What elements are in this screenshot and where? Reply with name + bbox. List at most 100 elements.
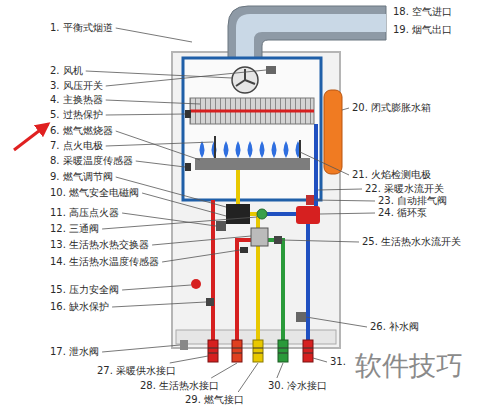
callout-label: 17. 泄水阀 xyxy=(50,346,99,358)
callout-label: 31. xyxy=(330,356,346,368)
callout-label: 19. 烟气出口 xyxy=(393,24,452,36)
callout-label: 28. 生活热水接口 xyxy=(140,380,219,392)
leader-line xyxy=(282,240,359,242)
callout-label: 9. 燃气调节阀 xyxy=(50,171,113,183)
callout-label: 18. 空气进口 xyxy=(393,6,452,18)
pipes xyxy=(213,124,316,342)
temp-sensor xyxy=(185,163,191,171)
expansion-tank xyxy=(324,90,342,174)
leader-line xyxy=(313,358,327,362)
leader-line xyxy=(102,345,180,352)
callout-label: 2. 风机 xyxy=(50,65,83,77)
hot-water-pipe xyxy=(237,240,252,342)
burner xyxy=(185,136,310,171)
callout-label: 25. 生活热水水流开关 xyxy=(362,236,461,248)
flame xyxy=(284,141,289,158)
connector xyxy=(303,340,313,362)
plate-exchanger xyxy=(251,228,268,246)
flame-electrode xyxy=(299,140,301,158)
flue-pipe xyxy=(228,6,386,60)
fill-valve xyxy=(296,312,306,322)
leader-line xyxy=(342,108,349,110)
leader-line xyxy=(238,363,258,392)
callout-label: 29. 燃气接口 xyxy=(185,394,244,406)
callout-label: 23. 自动排气阀 xyxy=(378,195,447,207)
leader-line xyxy=(211,363,237,378)
callout-label: 22. 采暖水流开关 xyxy=(365,183,444,195)
leader-line xyxy=(277,363,283,378)
fins xyxy=(190,98,314,124)
air-channel xyxy=(236,14,386,60)
flow-switch xyxy=(274,236,282,244)
callout-label: 7. 点火电极 xyxy=(50,140,103,152)
heat-exchanger xyxy=(185,98,314,124)
flue xyxy=(228,6,386,60)
ignition-electrode xyxy=(214,136,216,158)
callout-label: 16. 缺水保护 xyxy=(50,301,109,313)
callout-label: 24. 循环泵 xyxy=(378,207,427,219)
gas-valve xyxy=(226,204,250,224)
leader-line xyxy=(162,250,240,262)
flame xyxy=(248,141,253,158)
callout-label: 4. 主换热器 xyxy=(50,94,103,106)
leader-line xyxy=(106,114,185,115)
gas-pipe xyxy=(236,170,240,204)
return-pipe xyxy=(306,224,310,342)
leader-line xyxy=(314,200,375,201)
callout-label: 26. 补水阀 xyxy=(370,321,419,333)
leader-line xyxy=(106,70,266,86)
callout-label: 3. 风压开关 xyxy=(50,80,103,92)
combustion-chamber xyxy=(183,58,321,200)
flame xyxy=(200,141,205,158)
low-water-switch xyxy=(206,298,214,306)
callout-label: 10. 燃气安全电磁阀 xyxy=(50,187,139,199)
tube xyxy=(190,110,314,113)
leader-line xyxy=(300,152,349,175)
safety-valve xyxy=(191,279,201,289)
callout-label: 14. 生活热水温度传感器 xyxy=(50,256,159,268)
components xyxy=(180,90,342,350)
flame xyxy=(236,141,241,158)
flame xyxy=(260,141,265,158)
leader-line xyxy=(170,356,208,363)
callout-label: 12. 三通阀 xyxy=(50,223,99,235)
return-pipe xyxy=(314,124,318,206)
pressure-switch xyxy=(266,66,276,74)
callout-label: 21. 火焰检测电极 xyxy=(352,169,431,181)
flame xyxy=(296,141,301,158)
air-vent xyxy=(306,195,314,205)
callout-label: 20. 闭式膨胀水箱 xyxy=(352,102,431,114)
pointer-arrow xyxy=(14,124,48,150)
connector xyxy=(232,340,242,362)
return-pipe xyxy=(267,212,296,216)
pump xyxy=(296,206,320,224)
three-way-valve xyxy=(257,209,267,219)
connector xyxy=(253,340,263,362)
leader-line xyxy=(102,217,257,229)
leader-line xyxy=(306,317,367,327)
callout-label: 30. 冷水接口 xyxy=(268,380,327,392)
leader-line xyxy=(318,189,362,190)
leader-line xyxy=(116,28,192,42)
connector xyxy=(278,340,288,362)
callout-label: 27. 采暖供水接口 xyxy=(97,365,176,377)
leader-line xyxy=(112,302,206,307)
cold-water-pipe xyxy=(268,240,283,342)
dhw-sensor xyxy=(240,247,248,253)
leader-line xyxy=(106,100,200,104)
connectors xyxy=(208,340,313,362)
flame xyxy=(224,141,229,158)
callout-label: 11. 高压点火器 xyxy=(50,207,119,219)
leader-line xyxy=(320,213,375,214)
leader-line xyxy=(136,161,185,167)
igniter xyxy=(216,221,226,231)
burner-bar xyxy=(195,158,310,170)
connector xyxy=(208,340,218,362)
heating-supply-pipe xyxy=(211,200,215,342)
callout-label: 6. 燃气燃烧器 xyxy=(50,125,113,137)
watermark: 软件技巧 xyxy=(355,350,463,381)
leader-line xyxy=(86,71,232,78)
drain-valve xyxy=(180,340,188,350)
callout-label: 5. 过热保护 xyxy=(50,109,103,121)
